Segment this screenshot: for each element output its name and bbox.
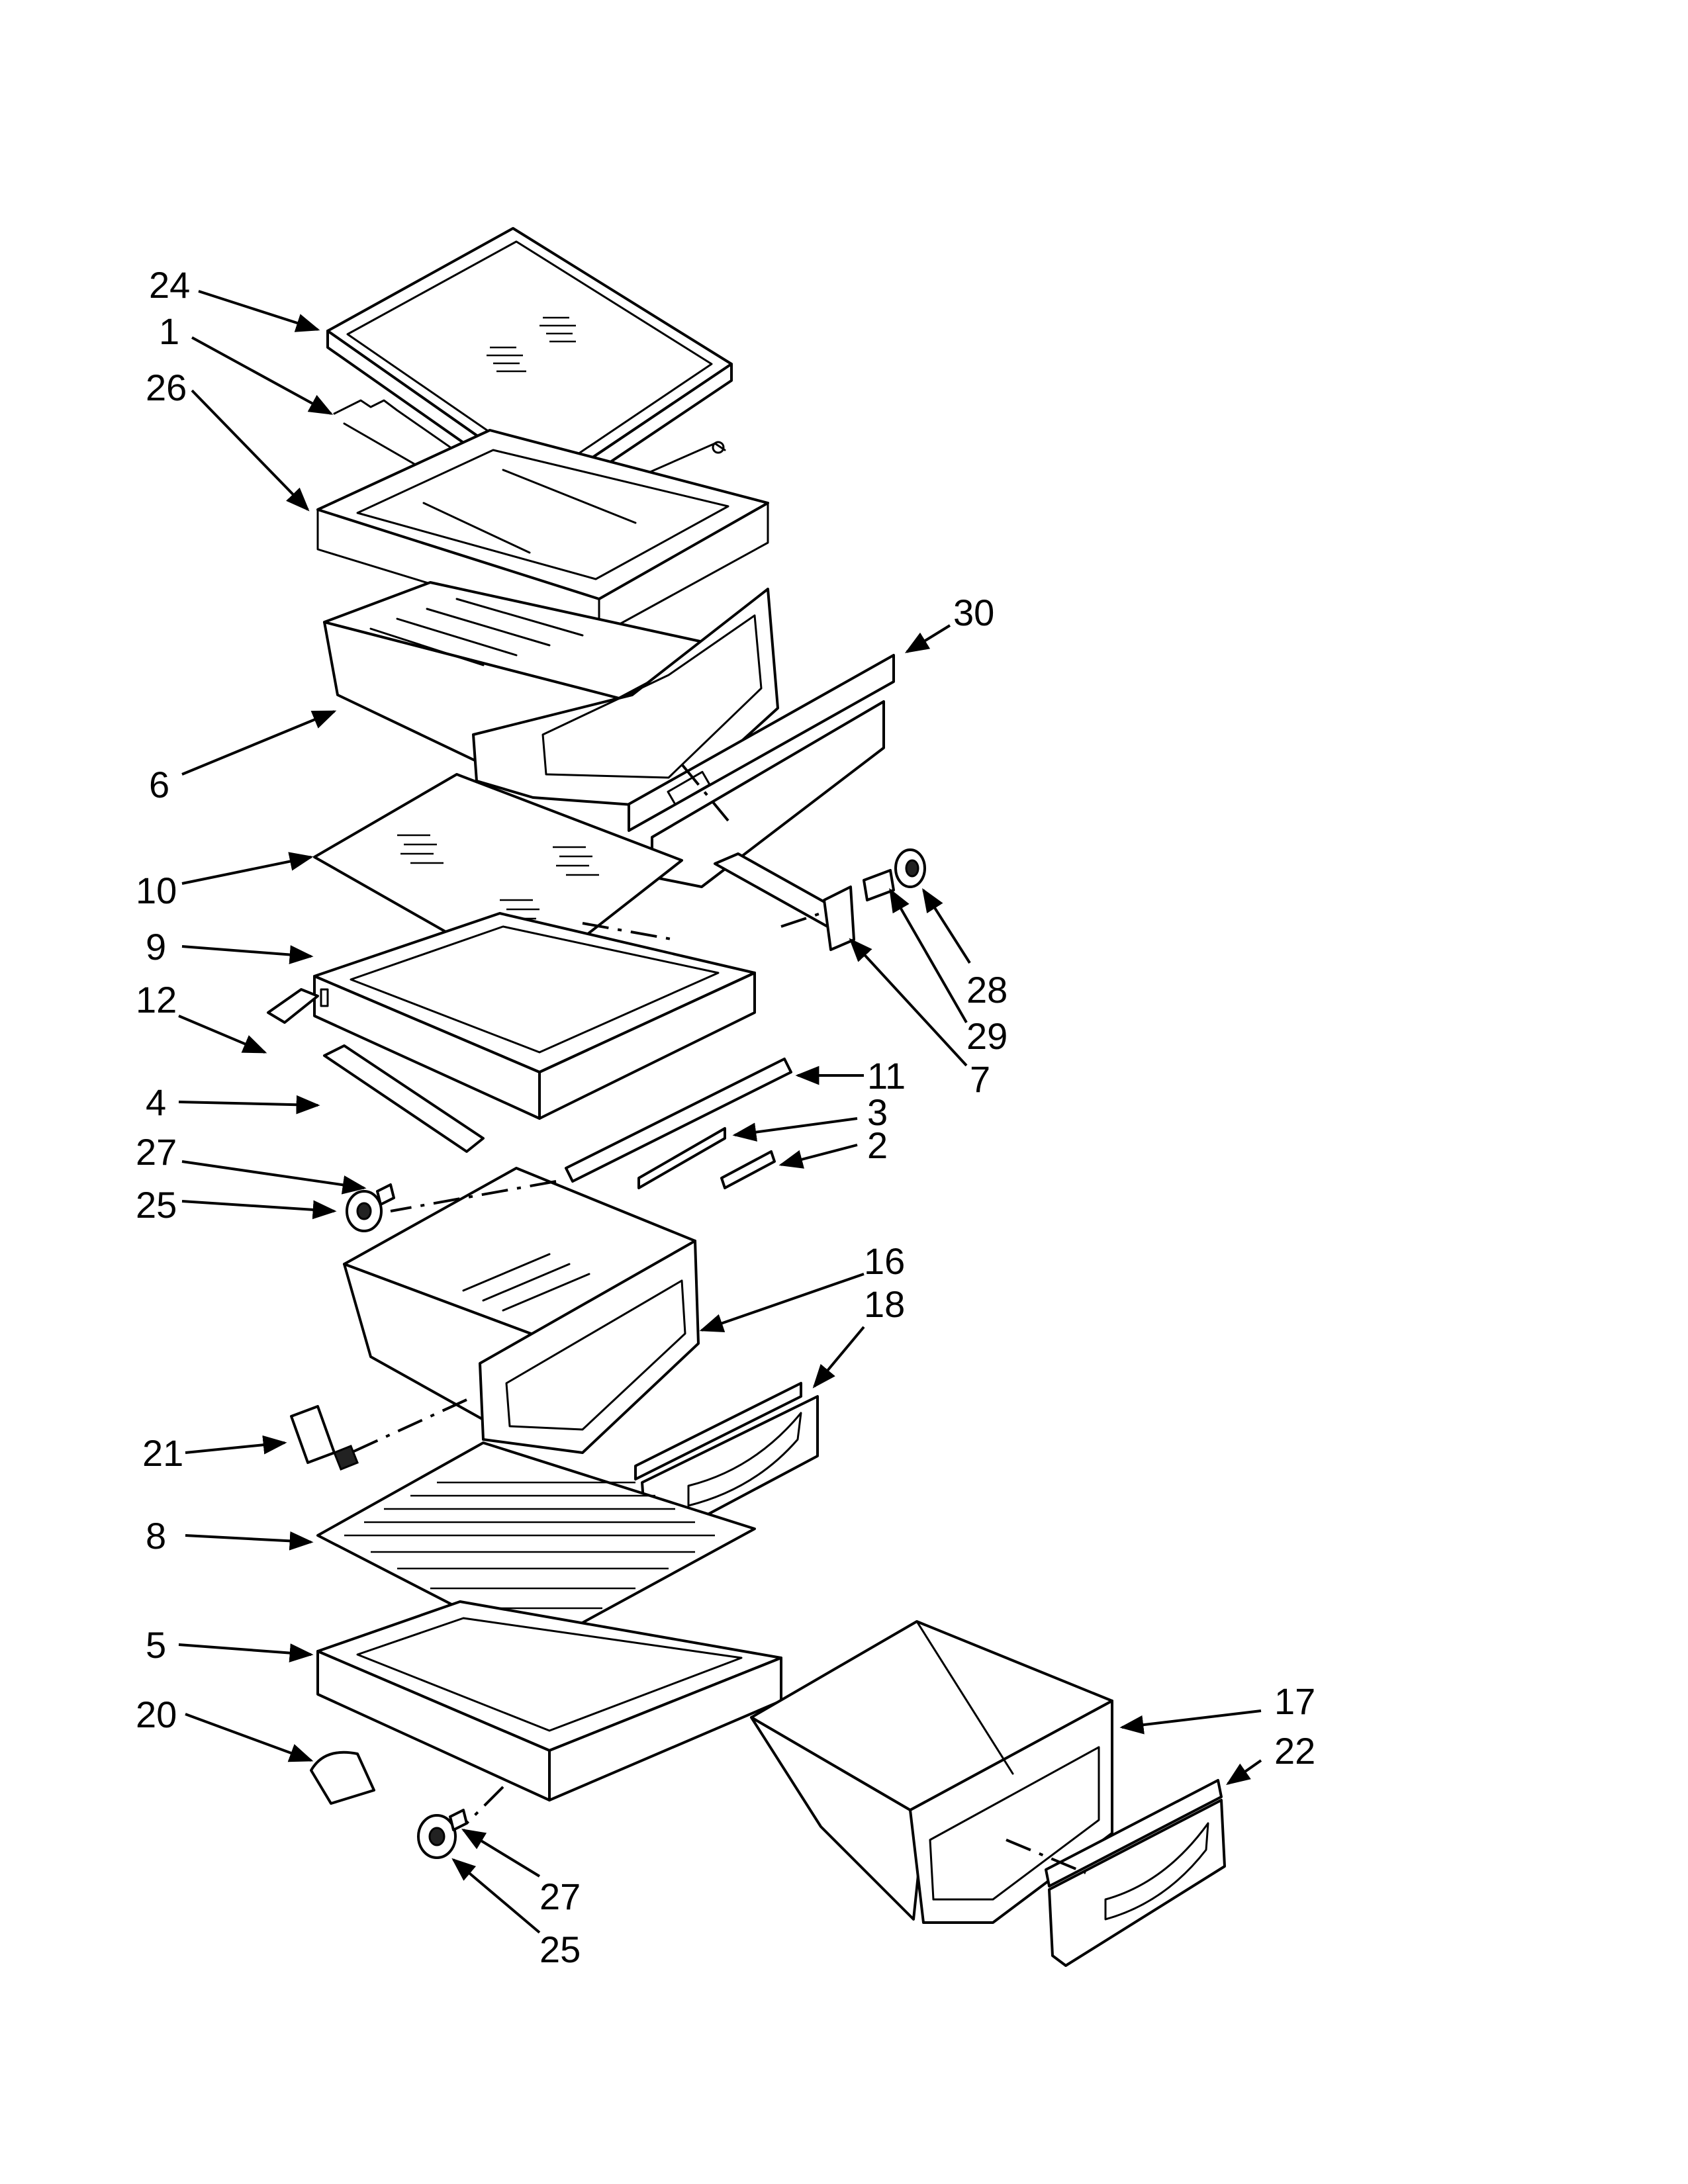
- part-11-3-2-slider-parts: [565, 1058, 792, 1189]
- part-27-25-knob-upper: [346, 1183, 395, 1232]
- callout-2: 2: [867, 1124, 888, 1166]
- part-5-lower-frame: [316, 1600, 782, 1801]
- callout-18: 18: [864, 1283, 905, 1325]
- part-16-crisper-drawer: [343, 1167, 700, 1454]
- callout-3: 3: [867, 1091, 888, 1133]
- part-6-deli-drawer: [323, 581, 779, 809]
- part-18-drawer-front: [634, 1382, 819, 1540]
- callout-8: 8: [146, 1515, 166, 1557]
- callout-4: 4: [146, 1081, 166, 1123]
- callout-9: 9: [146, 926, 166, 968]
- callout-11: 11: [867, 1055, 906, 1097]
- callout-1: 1: [159, 310, 179, 352]
- callout-20: 20: [136, 1694, 177, 1735]
- callout-28: 28: [966, 969, 1008, 1011]
- part-29-28-fasteners: [863, 848, 926, 901]
- callout-25-upper: 25: [136, 1184, 177, 1226]
- callout-27-upper: 27: [136, 1131, 177, 1173]
- callout-16: 16: [864, 1240, 905, 1282]
- part-27-25-knob-lower: [417, 1809, 468, 1859]
- part-8-ribbed-shelf: [316, 1441, 756, 1649]
- callout-25-lower: 25: [539, 1929, 581, 1970]
- leader-lines: [178, 290, 1262, 1934]
- callout-22: 22: [1274, 1730, 1315, 1772]
- callout-labels: 24 1 26 30 6 10 28 9 29 12 7 11 4 3 2 27…: [136, 264, 1315, 1970]
- callout-30: 30: [953, 592, 994, 633]
- part-22-bottom-drawer-front: [1045, 1779, 1226, 1967]
- callout-10: 10: [136, 870, 177, 911]
- callout-24: 24: [149, 264, 190, 306]
- part-9-cover-frame: [313, 912, 756, 1120]
- part-21-divider: [290, 1405, 359, 1471]
- part-12-4-cover-end-pieces: [267, 988, 485, 1153]
- callout-29: 29: [966, 1015, 1008, 1057]
- callout-27-lower: 27: [539, 1876, 581, 1917]
- callout-6: 6: [149, 764, 169, 805]
- callout-21: 21: [142, 1432, 183, 1474]
- part-7-drawer-slide: [714, 852, 855, 951]
- callout-5: 5: [146, 1624, 166, 1666]
- callout-12: 12: [136, 979, 177, 1021]
- assembly-lines: [350, 763, 1086, 1874]
- callout-7: 7: [970, 1058, 990, 1100]
- part-20-end-cap: [310, 1751, 375, 1805]
- callout-26: 26: [146, 367, 187, 408]
- callout-17: 17: [1274, 1680, 1315, 1722]
